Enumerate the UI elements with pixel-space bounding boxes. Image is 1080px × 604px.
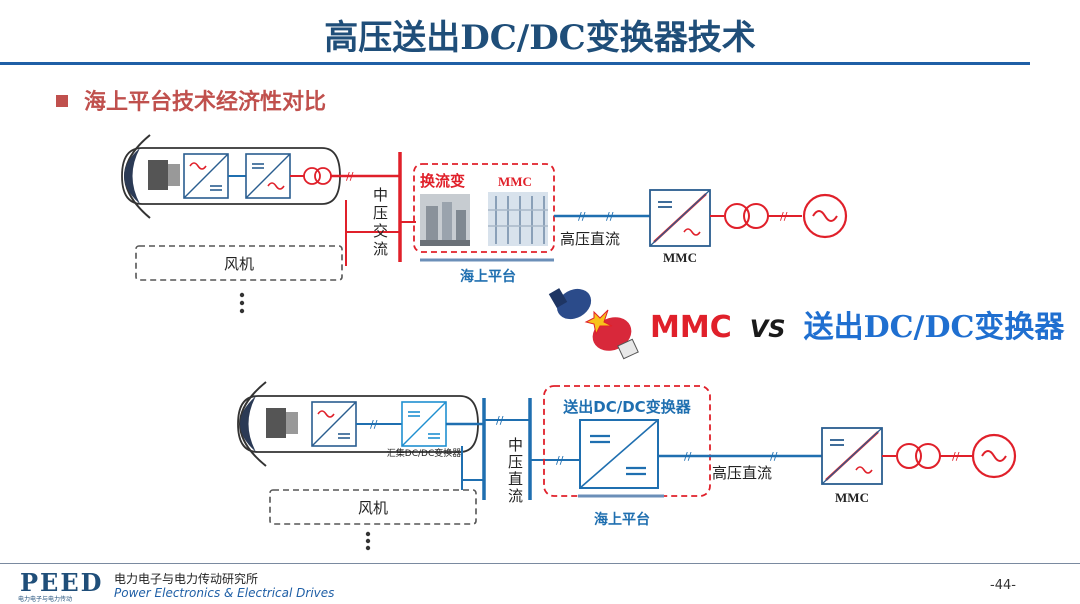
platform-box-top	[413, 163, 555, 253]
output-dcdc-converter	[579, 419, 659, 489]
ac-grid-source-icon-bottom	[971, 433, 1017, 479]
comparison-label: MMC VS 送出DC/DC变换器	[650, 302, 1064, 346]
comparison-right: 送出DC/DC变换器	[803, 310, 1065, 345]
peed-logo-subtext: 电力电子与电力传动	[18, 596, 73, 603]
svg-text://: //	[370, 418, 378, 431]
hvdc-label-top: 高压直流	[560, 230, 620, 248]
grid-side-converter-top	[245, 153, 291, 199]
rectifier-bottom	[311, 401, 357, 447]
generator-icon-bottom	[266, 408, 298, 438]
comparison-left: MMC	[650, 310, 732, 345]
shore-transformer-icon-top	[724, 203, 769, 229]
mv-ac-label-4: 流	[373, 240, 388, 258]
svg-text://: //	[684, 450, 692, 463]
svg-text://: //	[578, 210, 586, 223]
svg-text://: //	[556, 454, 564, 467]
platform-label-bottom: 海上平台	[594, 511, 650, 528]
top-diagram: // 风机 中 压 交 流 换流变 MMC	[121, 134, 848, 314]
shore-mmc-bottom	[821, 427, 883, 485]
svg-text://: //	[770, 450, 778, 463]
org-name-cn: 电力电子与电力传动研究所	[114, 572, 259, 586]
platform-mmc-label: MMC	[498, 174, 532, 189]
shore-mmc-top	[649, 189, 711, 247]
platform-label-top: 海上平台	[460, 268, 516, 285]
bottom-diagram: // 汇集DC/DC变换器 风机 // 中 压 直 流 // 送出DC/DC变换…	[237, 381, 1017, 551]
svg-text://: //	[346, 170, 354, 183]
section-heading-text: 海上平台技术经济性对比	[84, 90, 327, 115]
shore-mmc-label-top: MMC	[663, 250, 697, 265]
page-number: -44-	[990, 578, 1016, 593]
generator-side-converter-top	[183, 153, 229, 199]
wind-turbine-box-bottom	[269, 489, 477, 525]
bullet-square-icon	[56, 95, 68, 107]
transformer-photo	[420, 194, 470, 246]
boxing-gloves-icon	[548, 288, 639, 360]
generator-icon	[148, 160, 180, 190]
comparison-vs: VS	[749, 315, 786, 343]
mv-dc-label-4: 流	[508, 487, 523, 505]
wind-turbine-box-top	[135, 245, 343, 281]
collector-dcdc-label: 汇集DC/DC变换器	[387, 447, 461, 459]
page-title: 高压送出DC/DC变换器技术	[324, 18, 756, 58]
section-heading: 海上平台技术经济性对比	[56, 84, 326, 116]
org-name-en: Power Electronics & Electrical Drives	[114, 586, 335, 600]
mv-dc-label-2: 压	[508, 453, 523, 471]
mv-ac-label-2: 压	[373, 204, 388, 222]
ac-grid-source-icon-top	[802, 193, 848, 239]
wind-turbine-label-bottom: 风机	[358, 499, 388, 517]
collector-dcdc-converter	[401, 401, 447, 447]
svg-text://: //	[780, 210, 788, 223]
mv-dc-label-1: 中	[508, 436, 523, 454]
mv-ac-label-1: 中	[373, 186, 388, 204]
output-dcdc-label: 送出DC/DC变换器	[562, 398, 691, 416]
svg-text://: //	[496, 414, 504, 427]
shore-mmc-label-bottom: MMC	[835, 490, 869, 505]
svg-text://: //	[606, 210, 614, 223]
svg-text://: //	[952, 450, 960, 463]
hvdc-label-bottom: 高压直流	[712, 464, 772, 482]
mv-ac-label-3: 交	[373, 222, 388, 240]
peed-logo: PEED	[20, 568, 104, 597]
mmc-photo	[488, 192, 548, 246]
footer-divider	[0, 563, 1080, 564]
shore-transformer-icon-bottom	[896, 443, 941, 469]
wind-turbine-label-top: 风机	[224, 255, 254, 273]
mv-dc-label-3: 直	[508, 470, 523, 488]
title-divider	[0, 62, 1030, 65]
converter-transformer-label: 换流变	[420, 172, 465, 190]
